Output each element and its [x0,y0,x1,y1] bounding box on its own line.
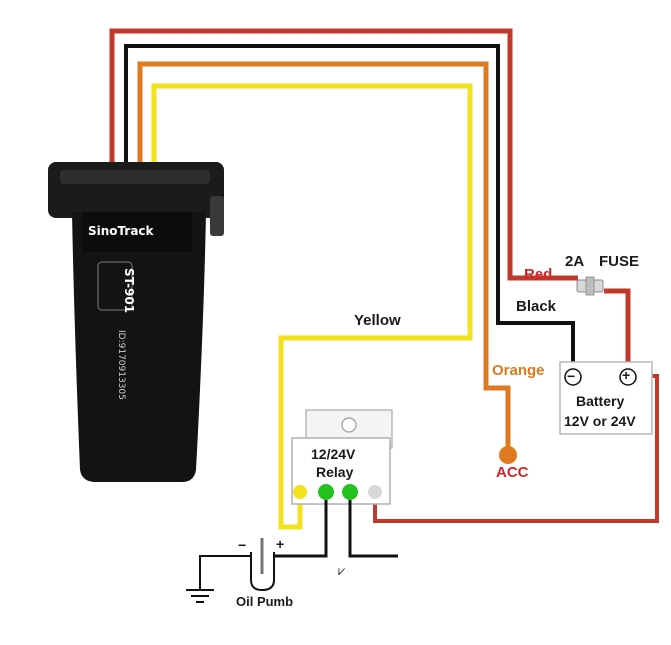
battery-plus-terminal [619,368,637,386]
relay-pin-green-2 [342,484,358,500]
orange-wire [137,61,511,448]
pump-minus-sign: − [238,537,247,553]
battery-voltage: 12V or 24V [564,413,636,429]
tracker-body [72,212,206,482]
relay-pin-grey [368,485,382,499]
gps-tracker [48,162,224,482]
relay-pin-green-1 [318,484,334,500]
acc-label: ACC [496,464,529,481]
relay [291,409,393,505]
red-wire [109,28,578,281]
device-model: ST-901 [122,268,136,314]
relay-to-pump-wire [274,500,328,558]
pump-plus-sign: + [276,536,285,552]
oil-pump [186,538,275,603]
relay-pin-yellow [293,485,307,499]
fuse-label: FUSE [599,253,640,270]
battery-minus-sign: − [567,368,576,384]
tracker-brand-band [82,212,192,252]
relay-mount-hole [341,417,357,433]
sim-slot-icon [97,261,133,311]
relay-voltage: 12/24V [311,446,356,462]
acc-terminal [499,446,517,464]
relay-label: Relay [316,464,354,480]
black-wire [124,44,575,370]
battery-title: Battery [576,393,625,409]
yellow-wire [151,83,473,530]
yellow-wire-label: Yellow [354,312,401,329]
battery-plus-sign: + [622,367,631,383]
pump-ground-wire [199,555,258,590]
battery [559,361,653,435]
device-side-text: ID:9170913305 [116,330,126,400]
fuse-cap [585,276,595,296]
red-wire-label: Red [524,266,553,283]
tracker-latch [210,196,224,236]
fuse [576,276,604,296]
black-wire-label: Black [516,298,557,315]
switch-symbol-icon: ⩗ [338,564,346,579]
relay-to-switch-wire [348,500,398,558]
red-wire-fuse-to-battery [604,288,631,370]
fuse-rating: 2A [565,253,585,270]
orange-wire-label: Orange [492,362,545,379]
tracker-lid-ridge [60,170,210,184]
pump-label: Oil Pumb [236,594,294,609]
device-brand: SinoTrack [88,224,154,238]
battery-minus-terminal [564,368,582,386]
